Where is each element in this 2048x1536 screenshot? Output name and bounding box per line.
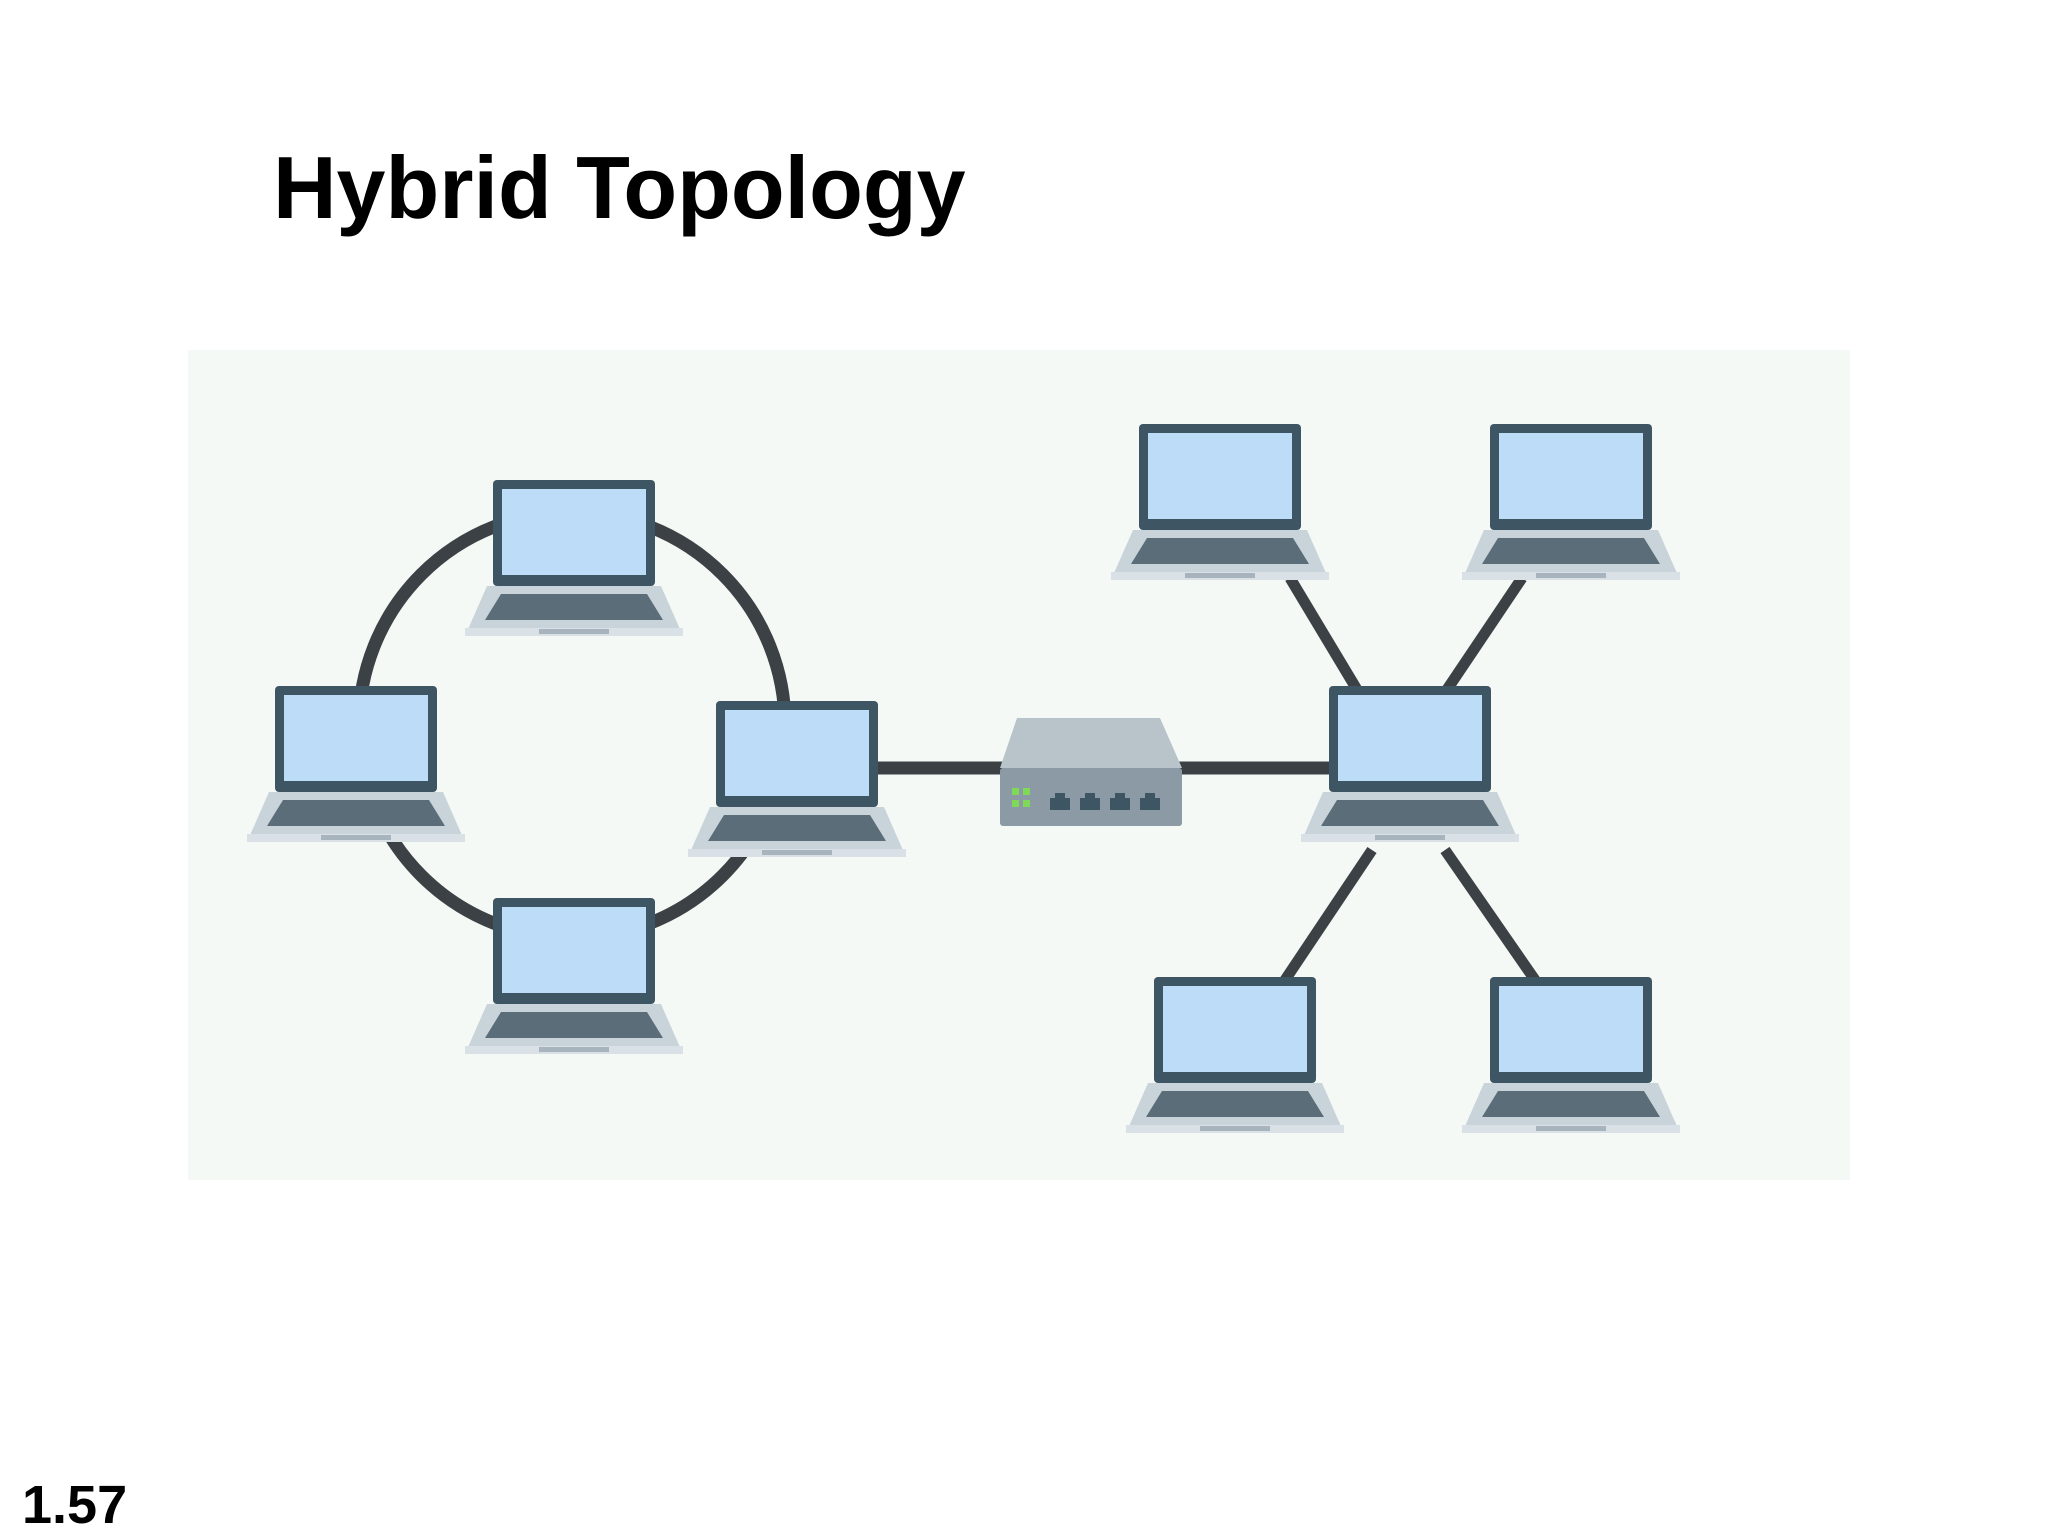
laptop-icon: [688, 701, 906, 857]
laptop-screen: [725, 710, 869, 796]
laptop-icon: [1301, 686, 1519, 842]
laptop-screen: [284, 695, 428, 781]
laptop-trackpad: [1536, 573, 1606, 578]
laptops: [247, 424, 1680, 1133]
laptop-trackpad: [1375, 835, 1445, 840]
laptop-icon: [465, 898, 683, 1054]
laptop-trackpad: [1185, 573, 1255, 578]
laptop-screen: [1148, 433, 1292, 519]
laptop-screen: [1338, 695, 1482, 781]
laptop-trackpad: [1200, 1126, 1270, 1131]
laptop-icon: [1462, 977, 1680, 1133]
laptop-screen: [1499, 986, 1643, 1072]
laptop-keyboard: [708, 815, 886, 841]
laptop-keyboard: [485, 594, 663, 620]
star-spoke-bottom-left: [1280, 846, 1377, 984]
star-spoke-top-right: [1435, 574, 1527, 704]
laptop-icon: [1126, 977, 1344, 1133]
laptop-trackpad: [1536, 1126, 1606, 1131]
switch-top: [1000, 718, 1182, 768]
network-switch-icon: [1000, 718, 1182, 826]
switch-ports: [1050, 793, 1160, 810]
slide-title: Hybrid Topology: [273, 138, 966, 237]
switch-port: [1080, 793, 1100, 810]
laptop-screen: [502, 907, 646, 993]
laptop-keyboard: [1146, 1091, 1324, 1117]
laptop-trackpad: [539, 1047, 609, 1052]
laptop-screen: [502, 489, 646, 575]
laptop-screen: [1163, 986, 1307, 1072]
slide-number: 1.57: [22, 1475, 128, 1535]
laptop-trackpad: [321, 835, 391, 840]
laptop-screen: [1499, 433, 1643, 519]
laptop-keyboard: [1321, 800, 1499, 826]
laptop-keyboard: [1131, 538, 1309, 564]
switch-port: [1110, 793, 1130, 810]
laptop-keyboard: [1482, 1091, 1660, 1117]
star-spoke-bottom-right: [1440, 846, 1540, 984]
laptop-trackpad: [539, 629, 609, 634]
switch-leds: [1012, 788, 1030, 807]
laptop-keyboard: [485, 1012, 663, 1038]
laptop-icon: [1462, 424, 1680, 580]
laptop-icon: [465, 480, 683, 636]
laptop-icon: [247, 686, 465, 842]
laptop-trackpad: [762, 850, 832, 855]
laptop-icon: [1111, 424, 1329, 580]
laptop-keyboard: [1482, 538, 1660, 564]
switch-port: [1050, 793, 1070, 810]
laptop-keyboard: [267, 800, 445, 826]
switch-port: [1140, 793, 1160, 810]
